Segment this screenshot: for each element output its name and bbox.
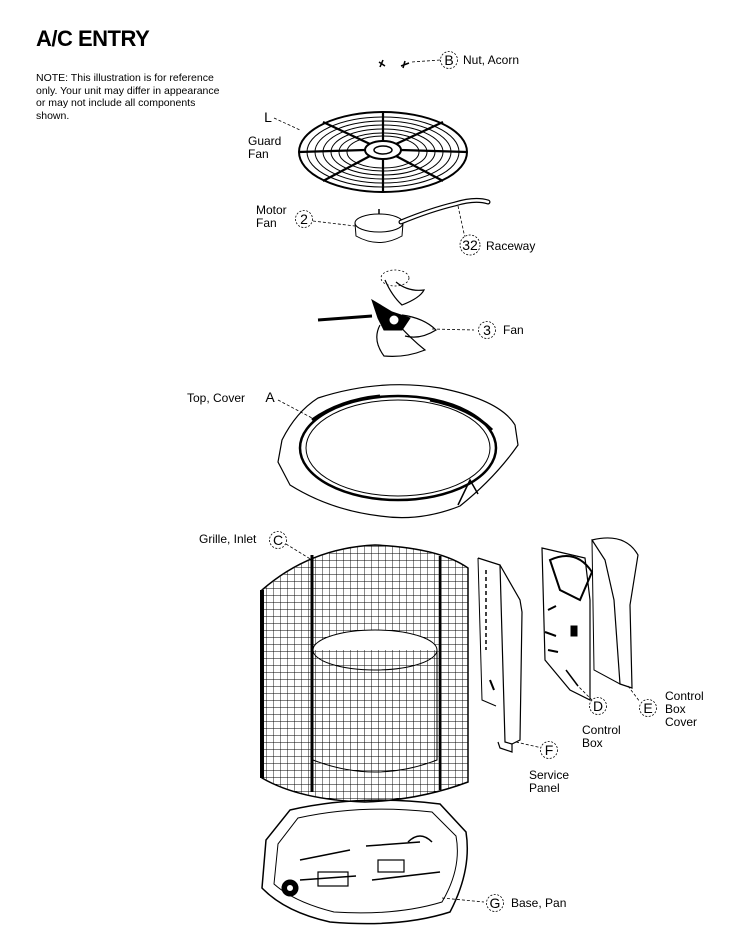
callout-l: L: [264, 109, 301, 131]
fan-blade-part: [317, 269, 475, 357]
label-control-box-cover-3: Cover: [665, 715, 697, 729]
label-base-pan: Base, Pan: [511, 896, 566, 910]
callout-32: 32: [459, 234, 481, 256]
callout-a: A: [265, 389, 275, 405]
callout-3: 3: [478, 321, 496, 339]
callout-f: F: [540, 741, 558, 759]
control-box-cover-part: [591, 537, 641, 703]
label-control-box-cover-2: Box: [665, 702, 686, 716]
label-top-cover: Top, Cover: [187, 391, 245, 405]
label-raceway: Raceway: [486, 239, 535, 253]
label-control: Control: [582, 723, 621, 737]
callout-2: 2: [295, 210, 356, 228]
label-motor: Motor: [256, 203, 287, 217]
label-nut-acorn: Nut, Acorn: [463, 53, 519, 67]
label-guard: Guard: [248, 134, 281, 148]
callout-b: B: [440, 51, 458, 69]
label-fan: Fan: [503, 323, 524, 337]
svg-text:D: D: [593, 698, 603, 714]
svg-text:G: G: [490, 895, 501, 911]
label-control-box: Box: [582, 736, 603, 750]
callout-c: C: [269, 531, 287, 549]
callout-e: E: [639, 699, 657, 717]
label-service: Service: [529, 768, 569, 782]
svg-text:32: 32: [462, 237, 478, 253]
label-guard-fan: Fan: [248, 147, 269, 161]
control-box-part: [541, 547, 594, 701]
fan-guard-part: [298, 111, 468, 193]
svg-text:3: 3: [483, 322, 491, 338]
disclaimer-note: NOTE: This illustration is for reference…: [36, 72, 220, 122]
svg-text:2: 2: [300, 211, 308, 227]
svg-text:C: C: [273, 532, 283, 548]
label-control-box-cover-1: Control: [665, 689, 704, 703]
top-cover-part: [277, 384, 519, 519]
page-title: A/C ENTRY: [36, 26, 150, 51]
callout-g: G: [486, 894, 504, 912]
nut-acorn-part: [378, 59, 441, 69]
svg-text:B: B: [444, 52, 453, 68]
callout-d: D: [589, 697, 607, 715]
label-motor-fan: Fan: [256, 216, 277, 230]
svg-text:A: A: [265, 389, 275, 405]
label-grille-inlet: Grille, Inlet: [199, 532, 257, 546]
svg-text:L: L: [264, 109, 272, 125]
svg-text:E: E: [643, 700, 652, 716]
svg-text:F: F: [545, 742, 554, 758]
fan-motor-part: [354, 197, 491, 243]
label-service-panel: Panel: [529, 781, 560, 795]
base-pan-part: [261, 799, 485, 925]
inlet-grille-part: [260, 543, 469, 803]
service-panel-part: [477, 557, 543, 753]
